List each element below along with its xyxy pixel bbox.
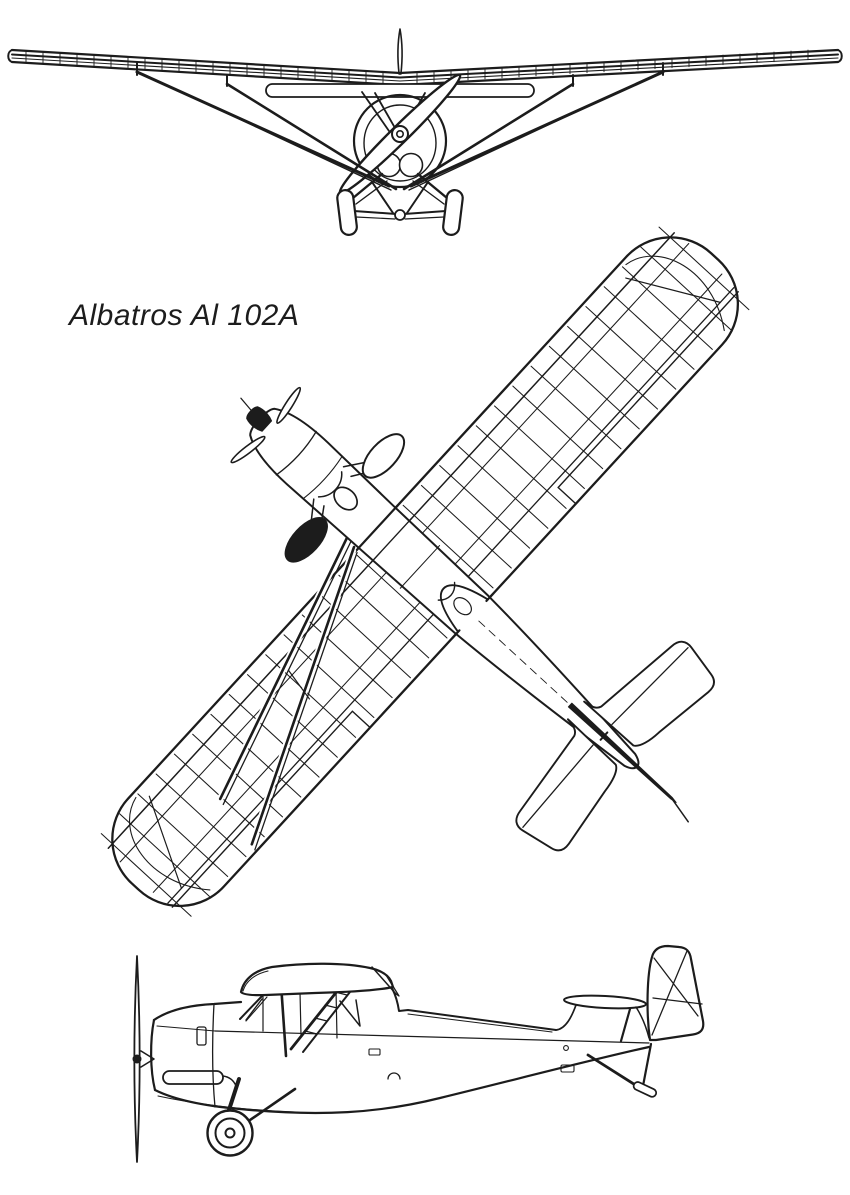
wing-rib-line [567,325,659,410]
tail-strut [586,1053,642,1090]
windshield [239,994,264,1020]
wing-rib-line [301,614,393,699]
wheel [284,517,328,563]
cockpit-cutout [440,584,489,633]
aileron [385,974,400,997]
wing-rib-line [494,405,585,490]
propeller-hub [391,125,409,143]
tailplane-strut [619,1007,632,1043]
wing-rib-line [439,465,531,549]
wing-centre-section [265,83,535,98]
wing-rib-line [512,385,604,470]
fin-edge [397,28,403,75]
wing-rib-line [356,554,448,639]
exhaust-pipe [162,1070,224,1085]
wing-rib-line [246,674,338,758]
spinner [140,1050,155,1068]
fuselage-belly [238,1045,651,1115]
wing-rib-line [137,793,229,877]
propeller-blade [276,386,302,424]
wing-rib-line [402,504,494,589]
wing-rib-line [603,286,695,370]
wheel [336,189,358,236]
wing-rib-line [100,833,192,917]
headrest [453,597,472,616]
front-wing-ribs [25,49,809,84]
propeller-hub [132,1054,142,1064]
tail-skid [632,1081,658,1098]
wing-rib-line [457,445,549,529]
lift-strut [250,545,356,846]
front-cockpit [333,486,358,511]
front-view-drawing [7,28,843,236]
wing-rib-line [228,693,320,778]
cabane-strut [279,982,288,1058]
lift-strut [218,534,350,801]
wing-rib-line [621,266,713,350]
wheel [206,1109,254,1157]
wing-rib-line [475,425,567,509]
wing-rib-line [658,226,750,311]
top-view-drawing [100,226,750,917]
propeller-blade [230,435,266,464]
gear-leg [226,1077,241,1115]
tailplane-profile [563,994,647,1010]
wing-rib-line [210,713,302,798]
engine-cowl [352,93,448,189]
wing-rib-line [530,365,622,450]
fin [646,944,705,1042]
spinner [246,406,273,432]
wing-rib-line [119,813,210,897]
wing-rib-line [548,345,640,430]
tailplane [515,718,618,852]
wing-rib-line [640,246,732,331]
top-wing-ribs [100,226,750,917]
figure-title: Albatros Al 102A [69,299,300,332]
wing-profile [239,962,395,997]
wheel [442,189,464,236]
wing-rib-line [155,773,247,858]
wheel [361,433,406,479]
wing-rib-line [420,484,512,569]
side-view-drawing [132,944,705,1163]
wing-rib-line [338,574,430,659]
wing-rib-line [585,306,677,390]
